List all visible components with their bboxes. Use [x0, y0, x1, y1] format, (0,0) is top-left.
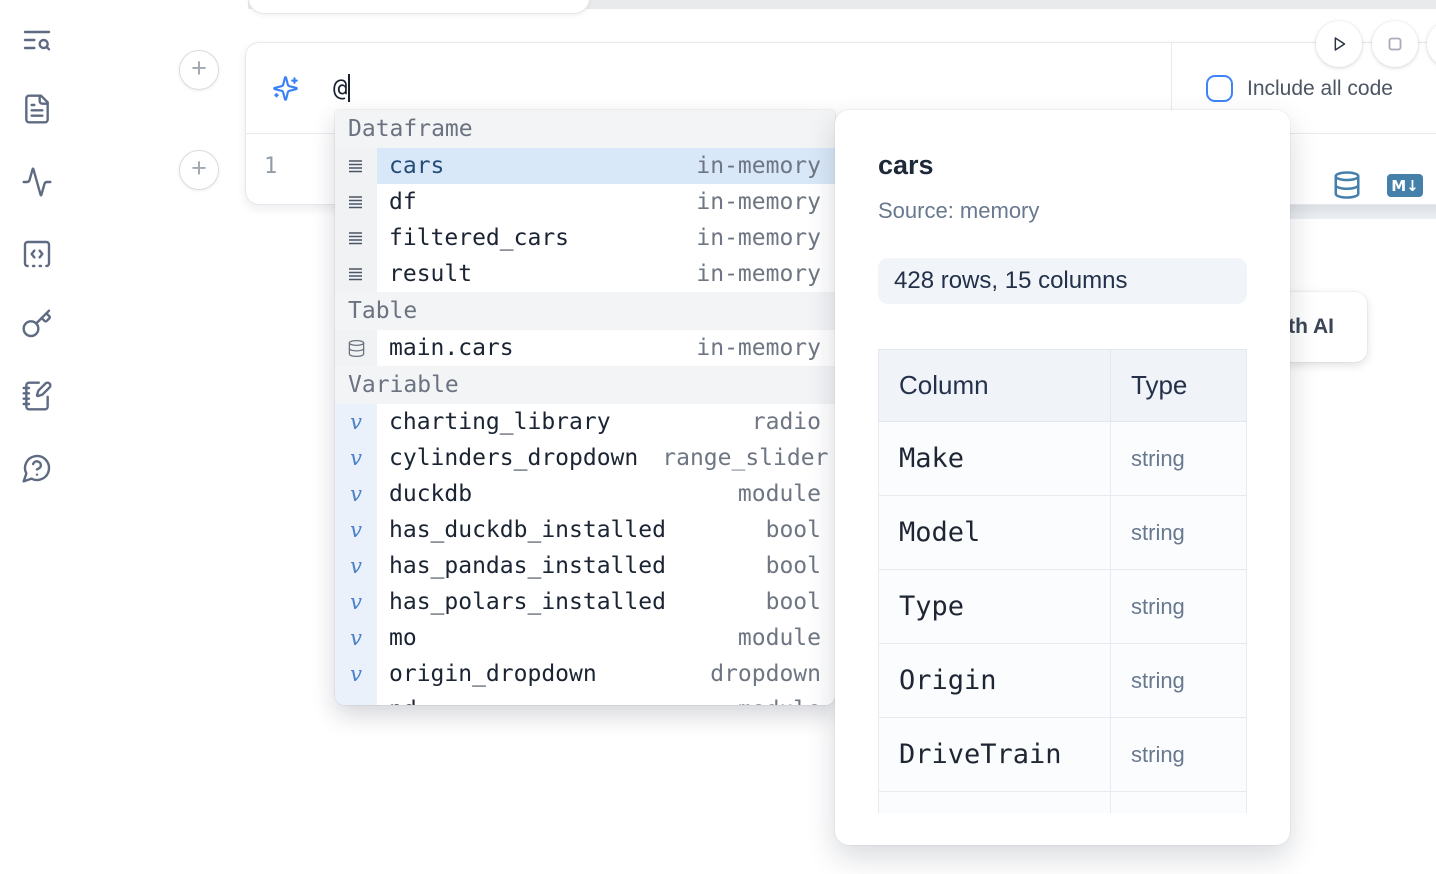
include-all-code-checkbox[interactable]	[1206, 75, 1233, 102]
variable-icon: v	[350, 553, 362, 578]
schema-table: Column Type Make string Model string	[878, 349, 1247, 813]
autocomplete-option[interactable]: df in-memory	[335, 184, 835, 220]
type-header: Type	[1110, 349, 1247, 422]
dataframe-rows-icon	[349, 196, 362, 209]
stop-button[interactable]	[1372, 21, 1418, 67]
autocomplete-option[interactable]: v has_polars_installed bool	[335, 584, 835, 620]
autocomplete-option[interactable]: main.cars in-memory	[335, 330, 835, 366]
section-variable: Variable v charting_library radio v	[335, 366, 835, 705]
autocomplete-option[interactable]: result in-memory	[335, 256, 835, 292]
column-header: Column	[878, 349, 1111, 422]
add-cell-button[interactable]: +	[179, 50, 219, 90]
shape-badge: 428 rows, 15 columns	[878, 258, 1247, 304]
autocomplete-option[interactable]: v charting_library radio	[335, 404, 835, 440]
autocomplete-dropdown: Dataframe cars in-memory	[335, 110, 835, 705]
schema-row: Make string	[878, 421, 1247, 496]
autocomplete-option[interactable]: cars in-memory	[335, 148, 835, 184]
section-header-table: Table	[335, 292, 835, 330]
preview-title: cars	[878, 150, 934, 180]
section-table: Table main.cars in-memory	[335, 292, 835, 366]
section-header-dataframe: Dataframe	[335, 110, 835, 148]
run-cell-button[interactable]	[1316, 21, 1362, 67]
dataframe-rows-icon	[349, 232, 362, 245]
key-icon[interactable]	[21, 308, 53, 340]
schema-row: Model string	[878, 495, 1247, 570]
autocomplete-option[interactable]: filtered_cars in-memory	[335, 220, 835, 256]
variable-icon: v	[350, 661, 362, 686]
previous-cell-band	[248, 0, 1436, 9]
variable-icon: v	[350, 517, 362, 542]
dataframe-rows-icon	[349, 268, 362, 281]
text-cursor	[348, 74, 351, 102]
variable-icon: v	[350, 445, 362, 470]
schema-row: Type string	[878, 569, 1247, 644]
add-cell-button[interactable]: +	[179, 150, 219, 190]
database-icon[interactable]	[1332, 170, 1362, 200]
previous-cell-edge	[248, 0, 590, 14]
partial-button[interactable]	[1427, 21, 1436, 67]
toc-search-icon[interactable]	[21, 24, 53, 56]
notebook-pen-icon[interactable]	[21, 380, 53, 412]
variable-icon: v	[350, 481, 362, 506]
autocomplete-option[interactable]: v cylinders_dropdown range_slider	[335, 440, 835, 476]
section-header-variable: Variable	[335, 366, 835, 404]
code-snippets-icon[interactable]	[21, 238, 53, 270]
include-all-code-option: Include all code	[1206, 75, 1393, 102]
markdown-icon[interactable]: M↓	[1387, 174, 1423, 197]
sparkles-icon	[273, 75, 298, 101]
schema-row: DriveTrain string	[878, 717, 1247, 792]
activity-icon[interactable]	[21, 166, 53, 198]
variable-icon: v	[350, 699, 362, 705]
schema-row: Origin string	[878, 643, 1247, 718]
line-number: 1	[264, 154, 278, 179]
autocomplete-option[interactable]: v has_pandas_installed bool	[335, 548, 835, 584]
autocomplete-option[interactable]: v pd module	[335, 692, 835, 705]
sidebar	[0, 0, 72, 874]
database-icon	[348, 339, 364, 357]
schema-row-clipped	[878, 791, 1247, 813]
dataframe-preview-popup: cars Source: memory 428 rows, 15 columns…	[835, 110, 1290, 845]
dataframe-rows-icon	[349, 160, 362, 173]
variable-icon: v	[350, 589, 362, 614]
document-icon[interactable]	[21, 93, 53, 125]
preview-source: Source: memory	[878, 198, 1040, 223]
variable-icon: v	[350, 625, 362, 650]
code-editor-row[interactable]: 1 M↓	[246, 134, 1436, 204]
divider	[1171, 43, 1172, 133]
section-dataframe: Dataframe cars in-memory	[335, 110, 835, 292]
ai-prompt-input[interactable]: @	[333, 74, 351, 102]
autocomplete-option[interactable]: v duckdb module	[335, 476, 835, 512]
play-icon	[1334, 37, 1346, 51]
autocomplete-option[interactable]: v origin_dropdown dropdown	[335, 656, 835, 692]
include-all-code-label: Include all code	[1247, 76, 1393, 100]
help-chat-icon[interactable]	[21, 452, 53, 484]
autocomplete-option[interactable]: v mo module	[335, 620, 835, 656]
stop-icon	[1388, 37, 1402, 51]
autocomplete-option[interactable]: v has_duckdb_installed bool	[335, 512, 835, 548]
variable-icon: v	[350, 409, 362, 434]
